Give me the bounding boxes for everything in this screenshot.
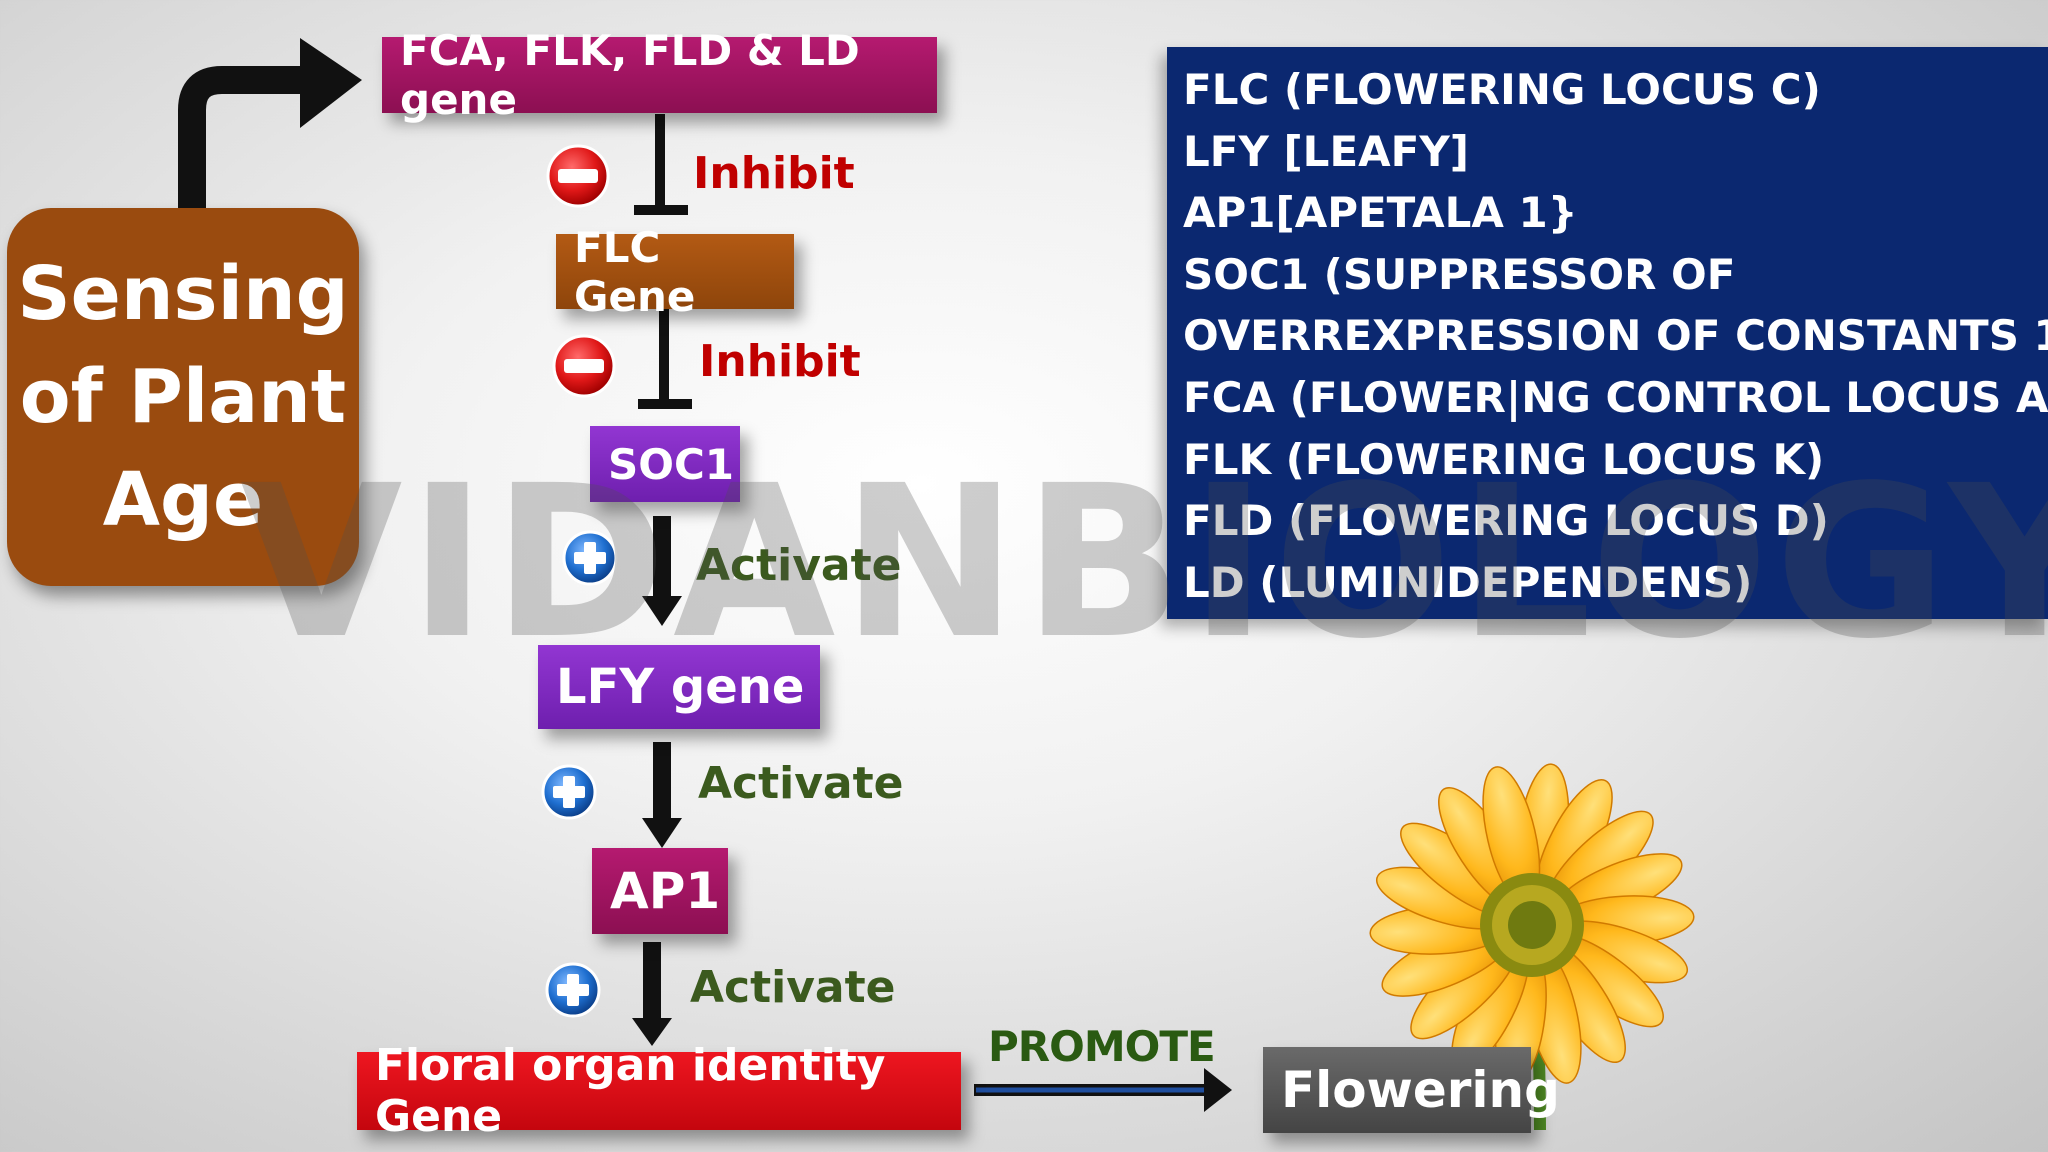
legend-line: LFY [LEAFY] [1183,126,1469,176]
activate-label-1: Activate [696,540,902,591]
legend-line: FLC (FLOWERING LOCUS C) [1183,65,1821,114]
lfy-box-label: LFY gene [556,659,805,715]
flower-image [1369,763,1695,1131]
soc1-box: SOC1 [590,426,740,502]
legend-line: AP1[APETALA 1} [1183,188,1578,238]
legend-line: SOC1 (SUPPRESSOR OF [1183,249,1736,299]
legend-line: OVERREXPRESSION OF CONSTANTS 1) [1183,311,2048,361]
activate-arrow-3 [632,942,672,1046]
legend-line: FCA (FLOWER|NG CONTROL LOCUS A) [1183,372,2048,422]
ap1-box-label: AP1 [610,862,721,920]
turn-arrow-icon [178,38,362,208]
activate-label-2: Activate [698,758,904,809]
fca-flk-fld-ld-gene-box: FCA, FLK, FLD & LD gene [382,26,937,124]
inhibit-connector-2 [638,306,692,409]
activate-plus-icon [545,962,601,1018]
legend-line: FLD (FLOWERING LOCUS D) [1183,496,1829,546]
sensing-line-2: of Plant [19,353,347,440]
promote-label: PROMOTE [988,1022,1216,1071]
promote-arrow [974,1068,1232,1112]
flowering-box: Flowering [1263,1047,1560,1133]
inhibit-minus-icon [546,144,610,208]
soc1-box-label: SOC1 [608,439,734,489]
floral-organ-identity-gene-box: Floral organ identity Gene [357,1040,961,1142]
inhibit-label-1: Inhibit [693,148,855,199]
inhibit-minus-icon [552,334,616,398]
abbreviation-legend-panel: FLC (FLOWERING LOCUS C) LFY [LEAFY] AP1[… [1167,47,2048,619]
floral-box-label: Floral organ identity Gene [375,1040,886,1142]
flowering-box-label: Flowering [1281,1061,1560,1119]
activate-plus-icon [541,764,597,820]
flc-gene-box: FLC Gene [556,223,794,321]
sensing-plant-age-box: Sensing of Plant Age [7,208,359,586]
activate-label-3: Activate [690,962,896,1013]
sensing-line-3: Age [102,456,264,543]
activate-arrow-1 [642,516,682,626]
ap1-box: AP1 [592,848,728,934]
legend-line: FLK (FLOWERING LOCUS K) [1183,434,1825,484]
inhibit-label-2: Inhibit [699,336,861,387]
flc-box-label: FLC Gene [574,222,696,321]
legend-line: LD (LUMINIDEPENDENS) [1183,557,1753,607]
activate-plus-icon [562,530,618,586]
activate-arrow-2 [642,742,682,848]
watermark-text: VIDANBIOLOGY [240,440,2048,685]
lfy-gene-box: LFY gene [538,645,820,729]
sensing-line-1: Sensing [17,250,349,337]
fca-box-label: FCA, FLK, FLD & LD gene [400,26,860,124]
inhibit-connector-1 [634,114,688,215]
